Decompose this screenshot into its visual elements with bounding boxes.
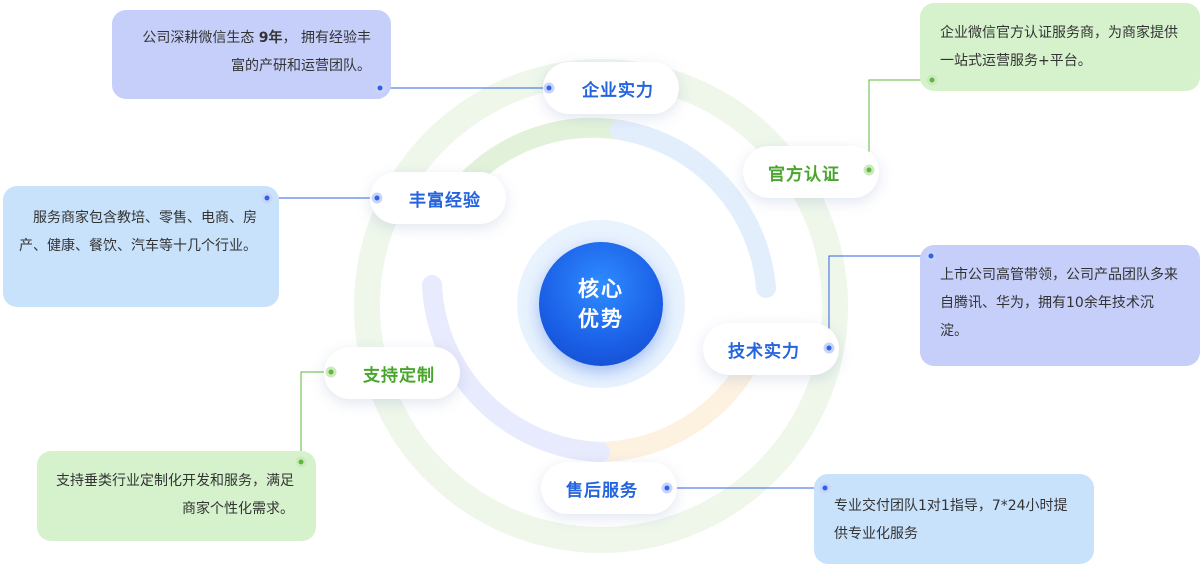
card-aftersales: 专业交付团队1对1指导，7*24小时提供专业化服务 — [814, 474, 1094, 564]
connector-custom — [300, 371, 331, 462]
ring-arc-blue — [610, 120, 776, 298]
node-tech[interactable]: 技术实力 — [703, 323, 839, 375]
ring-arc-green — [460, 117, 630, 188]
card-custom: 支持垂类行业定制化开发和服务，满足商家个性化需求。 — [37, 451, 316, 541]
card-tech: 上市公司高管带领，公司产品团队多来自腾讯、华为，拥有10余年技术沉淀。 — [920, 245, 1200, 366]
node-aftersales[interactable]: 售后服务 — [541, 462, 677, 514]
node-custom[interactable]: 支持定制 — [324, 347, 460, 399]
node-experience[interactable]: 丰富经验 — [370, 172, 506, 224]
core-line-1: 核心 — [578, 277, 624, 301]
node-experience-label: 丰富经验 — [409, 190, 481, 211]
card-official: 企业微信官方认证服务商，为商家提供一站式运营服务+平台。 — [920, 3, 1200, 91]
card-experience-text: 服务商家包含教培、零售、电商、房产、健康、餐饮、汽车等十几个行业。 — [19, 210, 257, 254]
node-enterprise[interactable]: 企业实力 — [543, 62, 679, 114]
node-official[interactable]: 官方认证 — [743, 146, 879, 198]
card-aftersales-text: 专业交付团队1对1指导，7*24小时提供专业化服务 — [834, 498, 1068, 542]
node-tech-label: 技术实力 — [728, 341, 800, 362]
card-official-text: 企业微信官方认证服务商，为商家提供一站式运营服务+平台。 — [940, 25, 1178, 69]
core-circle: 核心 优势 — [539, 242, 663, 366]
connector-tech — [828, 255, 931, 348]
card-enterprise-years: 9年 — [258, 30, 283, 46]
node-official-label: 官方认证 — [768, 164, 840, 185]
node-enterprise-label: 企业实力 — [582, 80, 654, 101]
core-line-2: 优势 — [578, 307, 624, 331]
card-tech-text: 上市公司高管带领，公司产品团队多来自腾讯、华为，拥有10余年技术沉淀。 — [940, 267, 1178, 339]
card-experience: 服务商家包含教培、零售、电商、房产、健康、餐饮、汽车等十几个行业。 — [3, 186, 279, 307]
connector-official — [868, 79, 932, 170]
card-enterprise: 公司深耕微信生态 9年， 拥有经验丰富的产研和运营团队。 — [112, 10, 391, 99]
card-enterprise-text-post: ， 拥有经验丰富的产研和运营团队。 — [231, 30, 371, 74]
card-custom-text: 支持垂类行业定制化开发和服务，满足商家个性化需求。 — [56, 473, 294, 517]
ring-arc-purple — [422, 275, 610, 462]
node-custom-label: 支持定制 — [363, 365, 435, 386]
card-enterprise-text-pre: 公司深耕微信生态 — [142, 30, 259, 46]
node-aftersales-label: 售后服务 — [566, 480, 638, 501]
